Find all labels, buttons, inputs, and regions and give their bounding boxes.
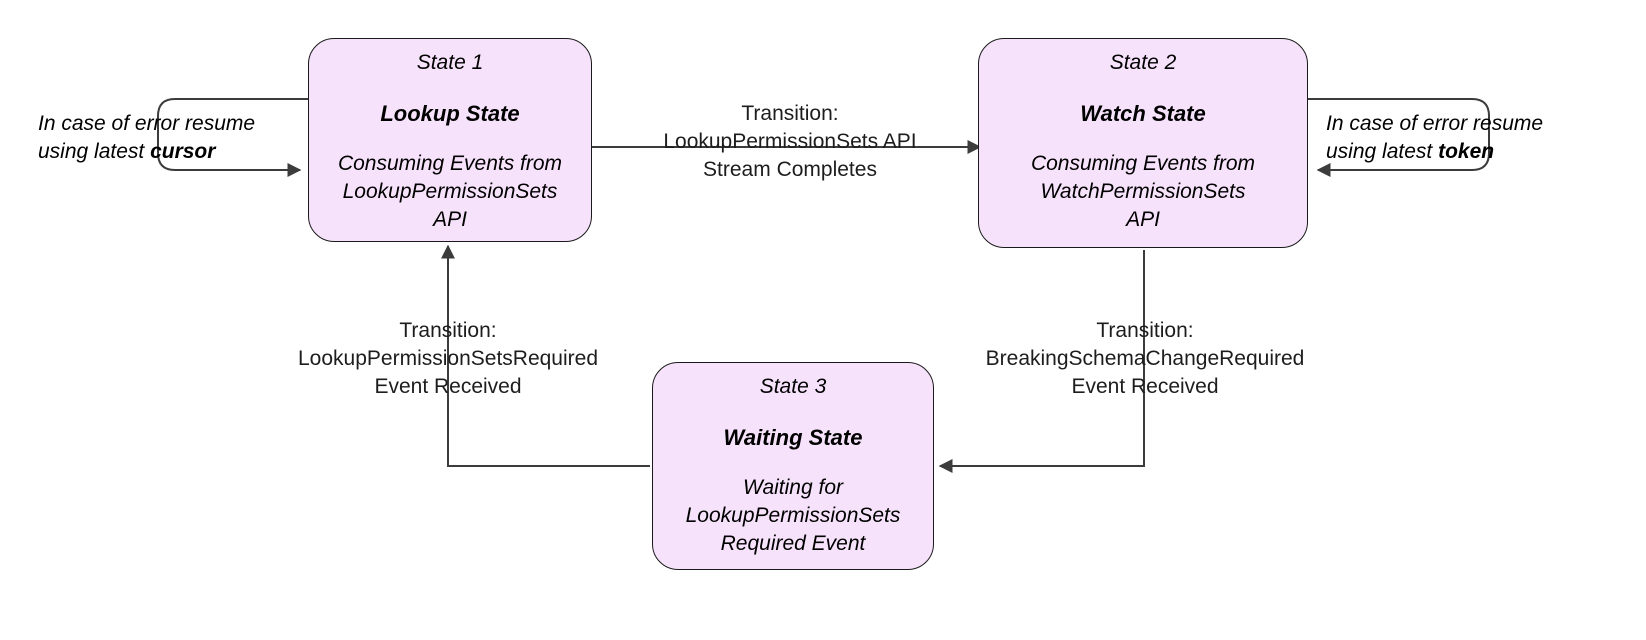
state-1-name: Lookup State — [380, 101, 520, 127]
state-2-id: State 2 — [1109, 51, 1177, 74]
state-node-watch[interactable]: State 2 Watch State Consuming Events fro… — [978, 38, 1308, 248]
note-lookup-error-resume: In case of error resume using latest cur… — [38, 110, 308, 167]
transition-label-lookup-to-watch: Transition: LookupPermissionSets API Str… — [663, 102, 917, 181]
note-watch-text: In case of error resume using latest — [1326, 112, 1544, 164]
edge-watch-to-waiting — [938, 250, 1145, 473]
state-3-description: Waiting for LookupPermissionSets Require… — [685, 476, 901, 555]
transition-label-watch-to-waiting: Transition: BreakingSchemaChangeRequired… — [985, 319, 1305, 398]
transition-label-waiting-to-lookup: Transition: LookupPermissionSetsRequired… — [298, 319, 598, 398]
state-1-id: State 1 — [416, 51, 484, 74]
note-watch-error-resume: In case of error resume using latest tok… — [1326, 110, 1606, 167]
edge-self-loop-lookup — [157, 98, 310, 177]
state-2-description: Consuming Events from WatchPermissionSet… — [1030, 152, 1256, 231]
state-node-lookup[interactable]: State 1 Lookup State Consuming Events fr… — [308, 38, 592, 242]
note-lookup-text: In case of error resume using latest — [38, 112, 256, 164]
note-lookup-emphasis: cursor — [150, 140, 216, 164]
note-watch-emphasis: token — [1438, 140, 1495, 164]
state-node-waiting[interactable]: State 3 Waiting State Waiting for Lookup… — [652, 362, 934, 570]
state-2-name: Watch State — [1080, 101, 1206, 127]
state-1-description: Consuming Events from LookupPermissionSe… — [337, 152, 563, 231]
state-3-name: Waiting State — [723, 425, 863, 451]
state-3-id: State 3 — [759, 375, 827, 398]
edge-self-loop-watch — [1306, 98, 1490, 177]
edge-waiting-to-lookup — [441, 244, 650, 467]
